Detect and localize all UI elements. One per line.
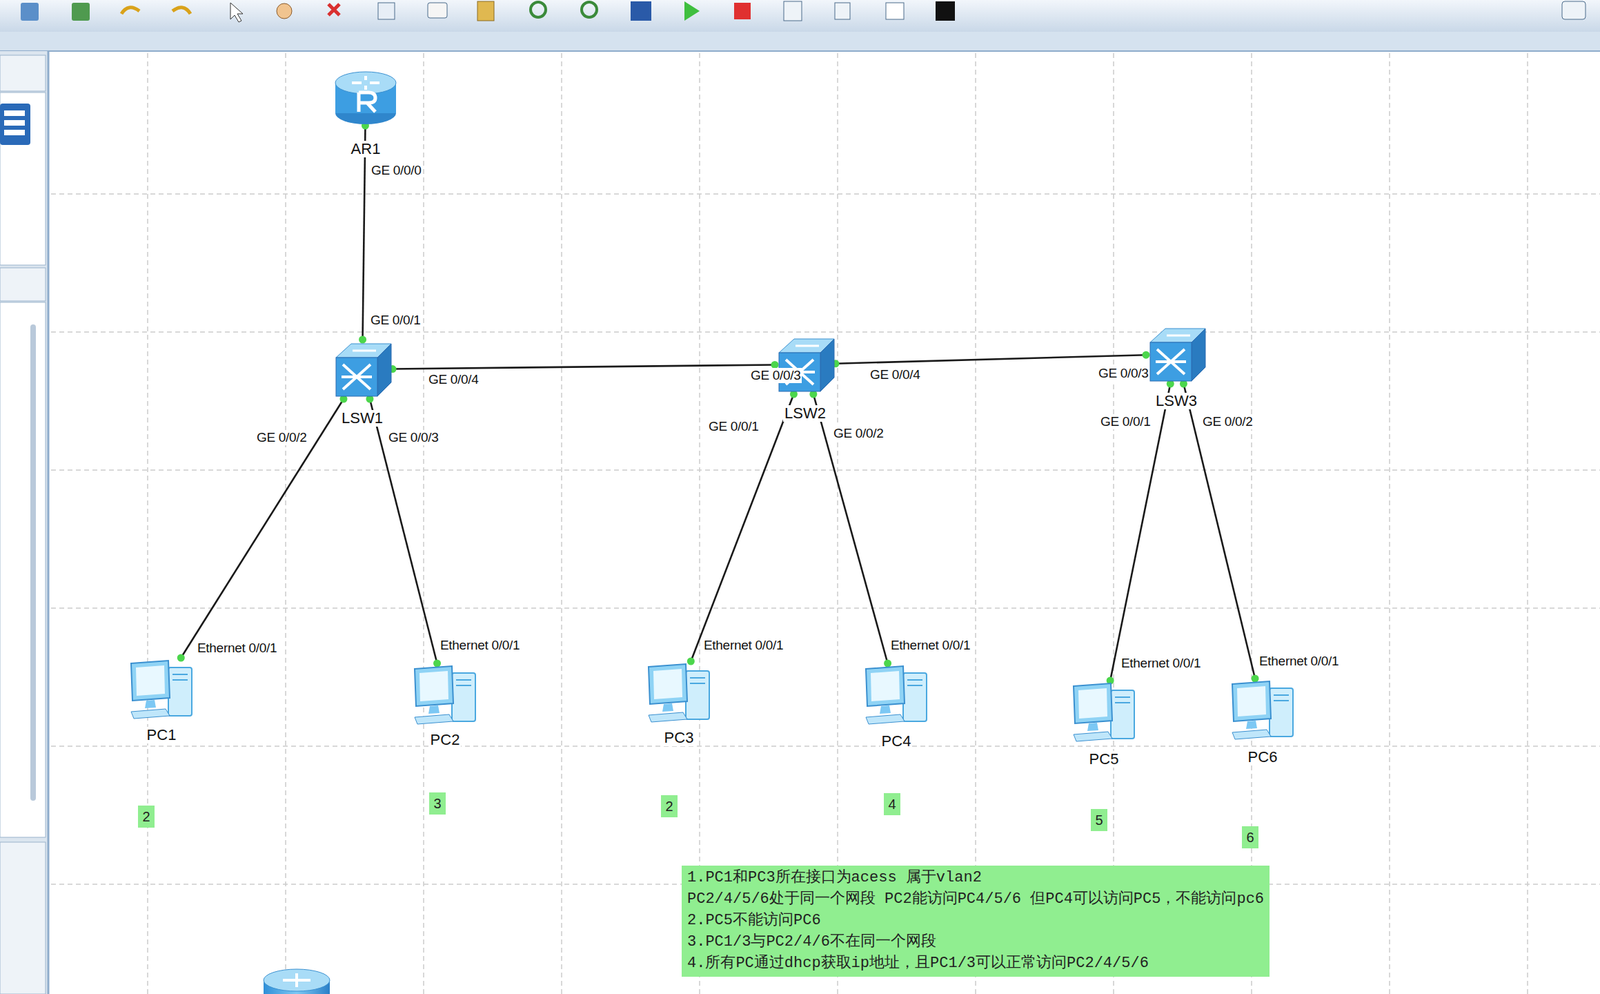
port-label: Ethernet 0/0/1 (703, 637, 784, 653)
side-panel (0, 51, 49, 994)
device-name: AR1 (349, 140, 383, 158)
device-node: PC2 (410, 663, 480, 726)
note-line: 1.PC1和PC3所在接口为acess 属于vlan2 (687, 866, 1264, 888)
device-name: PC6 (1246, 748, 1280, 766)
callout-text: 3 (429, 792, 446, 815)
port-dot (358, 336, 367, 344)
canvas (51, 53, 1600, 994)
network-link (392, 364, 775, 369)
callout-number: 6 (1241, 825, 1258, 848)
network-link (180, 398, 344, 658)
callout-text: 2 (137, 805, 154, 828)
port-label: GE 0/0/1 (707, 418, 760, 434)
pc-icon (1069, 680, 1139, 743)
port-label: GE 0/0/2 (832, 425, 885, 441)
port-label: GE 0/0/3 (749, 367, 802, 383)
callout-text: 2 (660, 794, 677, 817)
device-name: LSW3 (1154, 392, 1199, 410)
port-label: GE 0/0/2 (255, 429, 308, 446)
note-line: 2.PC5不能访问PC6 (687, 909, 1264, 931)
device-node: PC4 (861, 663, 931, 726)
note-line: PC2/4/5/6处于同一个网段 PC2能访问PC4/5/6 但PC4可以访问P… (687, 887, 1264, 910)
grid (51, 53, 1600, 994)
device-node: LSW3 (1146, 324, 1207, 384)
callout-text: 5 (1090, 808, 1107, 831)
device-name: PC5 (1088, 750, 1121, 768)
device-name: PC1 (145, 726, 179, 744)
port-label: Ethernet 0/0/1 (1258, 653, 1340, 669)
callout-number: 3 (429, 792, 446, 815)
switch-icon (774, 334, 836, 394)
network-link (362, 125, 366, 340)
device-node: PC6 (1228, 678, 1298, 741)
port-label: GE 0/0/4 (427, 371, 480, 388)
port-dot (433, 659, 441, 668)
port-label: GE 0/0/3 (1097, 365, 1150, 381)
port-dot (883, 659, 892, 668)
device-node: AR1 (332, 67, 399, 126)
port-label: Ethernet 0/0/1 (890, 637, 971, 653)
link-group (365, 395, 441, 668)
note-box: 1.PC1和PC3所在接口为acess 属于vlan2PC2/4/5/6处于同一… (681, 865, 1270, 977)
toolbar-icons (20, 1, 1586, 23)
note-line: 4.所有PC通过dhcp获取ip地址，且PC1/3可以正常访问PC2/4/5/6 (687, 952, 1264, 974)
device-node: PC5 (1069, 680, 1139, 743)
network-link (1183, 383, 1256, 679)
callout-text: 6 (1241, 825, 1258, 848)
pc-icon (644, 660, 714, 724)
network-link (835, 354, 1147, 364)
port-label: GE 0/0/1 (1099, 413, 1152, 430)
port-label: GE 0/0/4 (869, 367, 922, 383)
switch-icon (1146, 324, 1207, 384)
router-icon (332, 67, 399, 126)
link-group (1179, 380, 1260, 683)
port-label: GE 0/0/3 (387, 429, 440, 446)
toolbar-band (0, 31, 1600, 52)
callout-number: 2 (137, 805, 154, 828)
port-label: GE 0/0/0 (370, 162, 423, 179)
device-node: PC3 (644, 660, 714, 724)
port-dot (1251, 674, 1260, 683)
link-group (832, 351, 1151, 368)
link-group (177, 395, 348, 662)
port-dot (687, 657, 695, 666)
port-dot (1142, 351, 1151, 359)
port-label: Ethernet 0/0/1 (1120, 655, 1202, 671)
device-node: LSW1 (331, 339, 393, 399)
device-name: PC3 (663, 729, 696, 746)
callout-number: 5 (1090, 808, 1107, 831)
toolbar (0, 0, 1600, 32)
router-icon-partial (263, 968, 330, 994)
pc-icon (1228, 678, 1298, 741)
device-name: PC2 (429, 731, 462, 748)
port-dot (177, 654, 185, 662)
pc-icon (861, 663, 931, 726)
callout-number: 2 (660, 794, 677, 817)
device-name: PC4 (880, 732, 913, 750)
network-link (690, 393, 794, 661)
link-group (687, 390, 798, 666)
pc-icon (126, 657, 196, 720)
pc-icon (410, 663, 480, 726)
network-link (813, 393, 888, 664)
link-group (389, 360, 779, 373)
note-line: 3.PC1/3与PC2/4/6不在同一个网段 (687, 930, 1264, 953)
port-label: Ethernet 0/0/1 (439, 637, 521, 653)
device-node: LSW2 (774, 334, 836, 394)
device-name: LSW1 (340, 409, 385, 427)
device-node: PC1 (126, 657, 196, 720)
port-label: GE 0/0/2 (1201, 413, 1254, 430)
device-name: LSW2 (783, 405, 828, 422)
port-label: GE 0/0/1 (369, 312, 422, 328)
switch-icon (331, 339, 393, 399)
callout-number: 4 (883, 792, 900, 815)
port-label: Ethernet 0/0/1 (196, 640, 278, 656)
callout-text: 4 (883, 792, 900, 815)
link-group (809, 390, 892, 668)
